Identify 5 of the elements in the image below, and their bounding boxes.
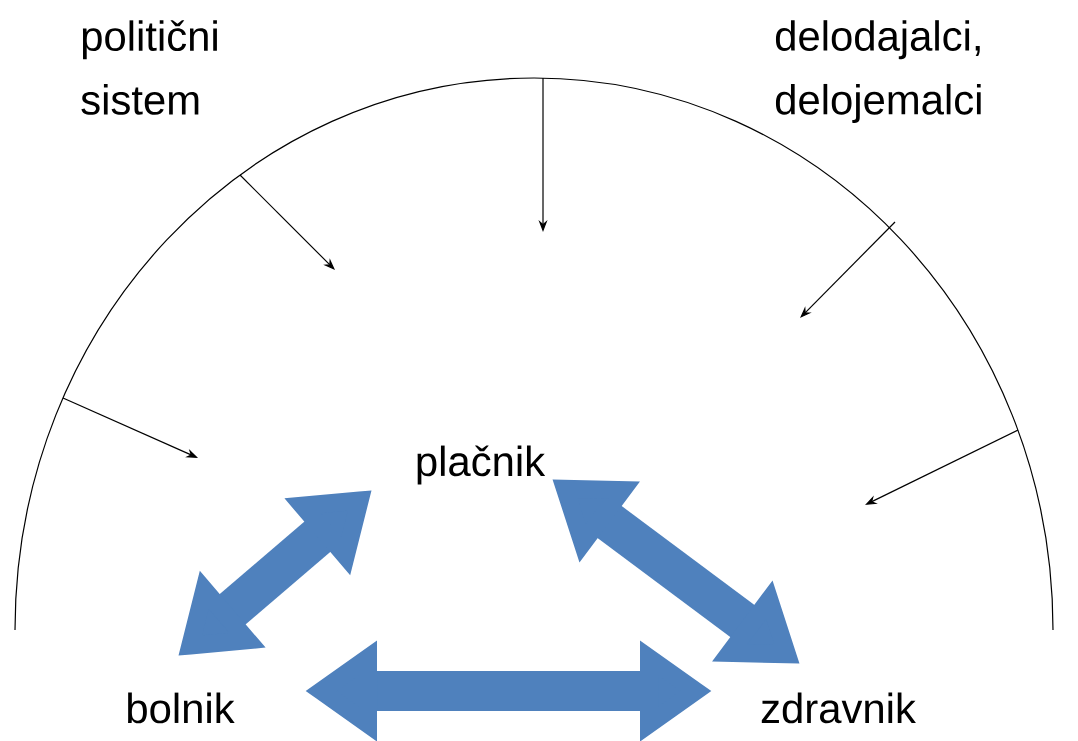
label-text: plačnik (417, 445, 546, 485)
label-text: politični sistem (81, 20, 217, 115)
label-text: zdravnik (761, 692, 916, 724)
label-text: delodajalci, delojemalci (775, 20, 981, 123)
label-text: bolnik (128, 692, 235, 724)
